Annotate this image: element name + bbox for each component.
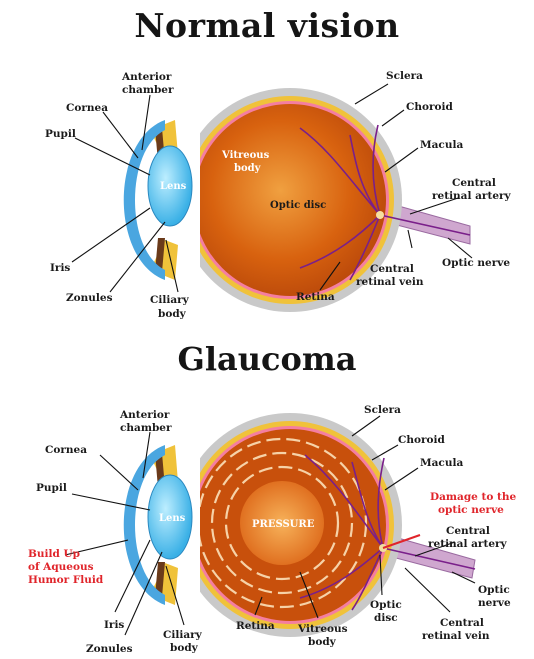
g-label-sclera: Sclera <box>364 404 401 416</box>
label-iris: Iris <box>50 262 70 274</box>
label-vitreous-body-1: Vitreous <box>221 150 270 161</box>
g-label-central-retinal-vein-1: Central <box>440 617 484 629</box>
g-label-anterior-chamber-2: chamber <box>120 422 172 434</box>
g-label-iris: Iris <box>104 619 124 631</box>
label-build-up-1: Build Up <box>28 548 80 560</box>
label-ciliary-body-2: body <box>158 308 187 320</box>
label-anterior-chamber-1: Anterior <box>121 71 172 83</box>
g-label-central-retinal-artery-1: Central <box>446 525 490 537</box>
g-label-central-retinal-vein-2: retinal vein <box>422 630 490 642</box>
g-label-ciliary-body-2: body <box>170 642 199 654</box>
g-label-zonules: Zonules <box>86 643 133 655</box>
label-damage-1: Damage to the <box>430 491 516 503</box>
label-choroid: Choroid <box>406 101 454 113</box>
label-cornea: Cornea <box>66 102 108 114</box>
label-zonules: Zonules <box>66 292 113 304</box>
label-central-retinal-artery-2: retinal artery <box>432 190 512 202</box>
label-anterior-chamber-2: chamber <box>122 84 174 96</box>
g-label-vitreous-body-2: body <box>308 636 337 648</box>
g-label-optic-disc-1: Optic <box>370 599 402 611</box>
g-label-optic-nerve-2: nerve <box>478 597 511 609</box>
label-sclera: Sclera <box>386 70 423 82</box>
label-pressure: PRESSURE <box>252 519 315 530</box>
label-vitreous-body-2: body <box>234 163 262 174</box>
label-build-up-2: of Aqueous <box>28 561 94 573</box>
label-damage-2: optic nerve <box>438 504 504 516</box>
label-ciliary-body-1: Ciliary <box>150 294 190 306</box>
label-retina: Retina <box>296 291 335 303</box>
g-label-choroid: Choroid <box>398 434 446 446</box>
g-label-pupil: Pupil <box>36 482 67 494</box>
label-central-retinal-artery-1: Central <box>452 177 496 189</box>
label-central-retinal-vein-2: retinal vein <box>356 276 424 288</box>
g-label-anterior-chamber-1: Anterior <box>119 409 170 421</box>
g-label-macula: Macula <box>420 457 463 469</box>
g-label-vitreous-body-1: Vitreous <box>297 623 348 635</box>
label-optic-nerve: Optic nerve <box>442 257 510 269</box>
label-pupil: Pupil <box>45 128 76 140</box>
label-optic-disc: Optic disc <box>270 200 326 211</box>
g-label-central-retinal-artery-2: retinal artery <box>428 538 508 550</box>
g-label-optic-nerve-1: Optic <box>478 584 510 596</box>
optic-nerve-shape <box>393 205 470 244</box>
g-label-ciliary-body-1: Ciliary <box>163 629 203 641</box>
label-build-up-3: Humor Fluid <box>28 574 104 586</box>
g-label-optic-disc-2: disc <box>374 612 398 624</box>
g-label-retina: Retina <box>236 620 275 632</box>
g-label-cornea: Cornea <box>45 444 87 456</box>
label-lens: Lens <box>160 181 187 192</box>
g-label-lens: Lens <box>159 513 186 524</box>
label-macula: Macula <box>420 139 463 151</box>
label-central-retinal-vein-1: Central <box>370 263 414 275</box>
